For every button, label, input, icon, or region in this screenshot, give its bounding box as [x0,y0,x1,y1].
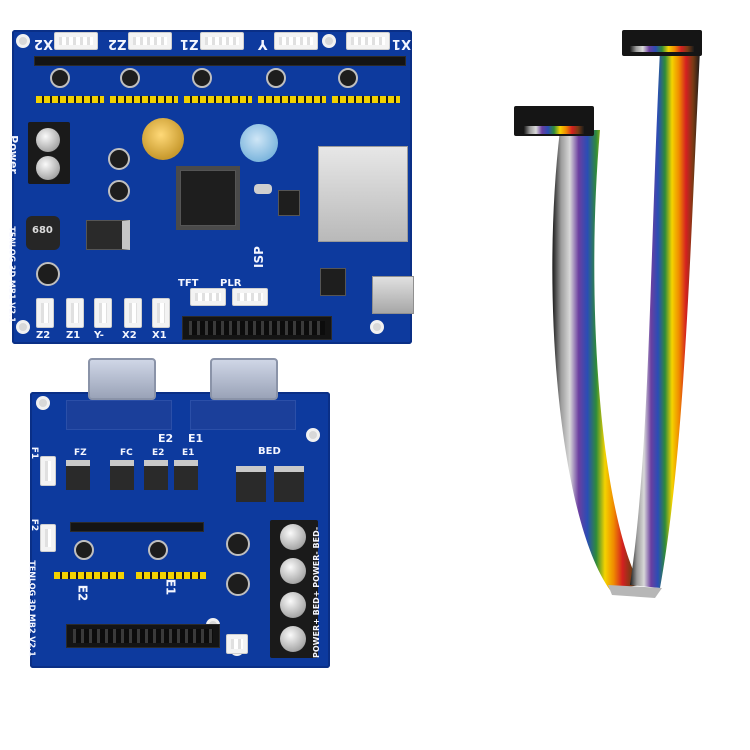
label-e1-mosfet: E1 [182,448,195,458]
capacitor [148,540,168,560]
gold-capacitor [142,118,184,160]
mosfet [110,460,134,490]
connector-z1 [200,32,244,50]
buzzer [240,124,278,162]
mounting-hole [36,396,50,410]
microcontroller [180,170,236,226]
ribbon-strand-left [552,130,640,590]
endstop-connector [124,298,142,328]
label-plr: PLR [220,278,242,289]
capacitor [36,262,60,286]
connector-z2 [128,32,172,50]
endstop-connector [36,298,54,328]
mounting-hole [16,34,30,48]
jumper-header [184,96,252,103]
small-connector [226,634,248,654]
jumper-header [332,96,400,103]
terminal-screw [280,558,306,584]
fan-connector-f1 [40,456,56,486]
jumper-header [54,572,124,579]
dsub-shell-e2 [66,400,172,430]
connector-plr [232,288,268,306]
connector-x2 [54,32,98,50]
terminal-screw [280,592,306,618]
label-y-bottom: Y- [94,330,104,341]
capacitor [50,68,70,88]
idc-header [182,316,332,340]
capacitor [108,180,130,202]
capacitor [266,68,286,88]
mosfet [66,460,90,490]
mounting-hole [16,320,30,334]
label-fc: FC [120,448,133,458]
connector-y [274,32,318,50]
label-e1: E1 [188,432,204,445]
connector-x1 [346,32,390,50]
mainboard-mb1: X2 Z2 Z1 Y X1 Power 680 ISP TFT PLR [7,30,414,344]
capacitor [226,532,250,556]
endstop-connector [152,298,170,328]
capacitor [192,68,212,88]
label-e2-mosfet: E2 [152,448,165,458]
dsub-e1-connector [210,358,278,400]
small-ic [278,190,300,216]
plug-wire-entry [630,46,694,52]
driver-header-strip [34,56,406,66]
label-z2-bottom: Z2 [36,330,51,341]
capacitor [108,148,130,170]
capacitor [120,68,140,88]
jumper-header [110,96,178,103]
bed-mosfet [236,466,266,502]
usb-port [372,276,414,314]
ribbon-fold [608,585,662,598]
label-e2: E2 [158,432,174,445]
label-bed: BED [258,446,281,457]
dsub-e2-connector [88,358,156,400]
terminal-screw [36,156,60,180]
inductor: 680 [26,216,60,250]
jumper-header [258,96,326,103]
endstop-connector [94,298,112,328]
jumper-header [36,96,104,103]
label-z1-bottom: Z1 [66,330,81,341]
inductor-label: 680 [32,225,53,236]
label-x2-bottom: X2 [122,330,137,341]
capacitor [338,68,358,88]
sd-card-slot [318,146,408,242]
endstop-connector [66,298,84,328]
terminal-screw [36,128,60,152]
label-fz: FZ [74,448,87,458]
mosfet [174,460,198,490]
jumper-header [136,572,206,579]
bed-mosfet [274,466,304,502]
voltage-regulator [86,220,130,250]
mounting-hole [306,428,320,442]
fan-connector-f2 [40,524,56,552]
terminal-screw [280,626,306,652]
label-tft: TFT [178,278,199,289]
mounting-hole [322,34,336,48]
idc-plug-right [622,30,702,56]
dsub-shell-e1 [190,400,296,430]
capacitor [226,572,250,596]
plug-wire-entry [524,126,584,134]
driver-header-strip [70,522,204,532]
ribbon-strand-right [630,50,700,588]
mosfet [144,460,168,490]
capacitor [74,540,94,560]
mounting-hole [370,320,384,334]
extension-board-mb2: E2 E1 BED FZ FC E2 E1 F1 F2 E2 E1 POWER+… [28,358,330,668]
idc-header [66,624,220,648]
connector-tft [190,288,226,306]
terminal-screw [280,524,306,550]
usb-ic [320,268,346,296]
crystal [254,184,272,194]
label-x1-bottom: X1 [152,330,167,341]
